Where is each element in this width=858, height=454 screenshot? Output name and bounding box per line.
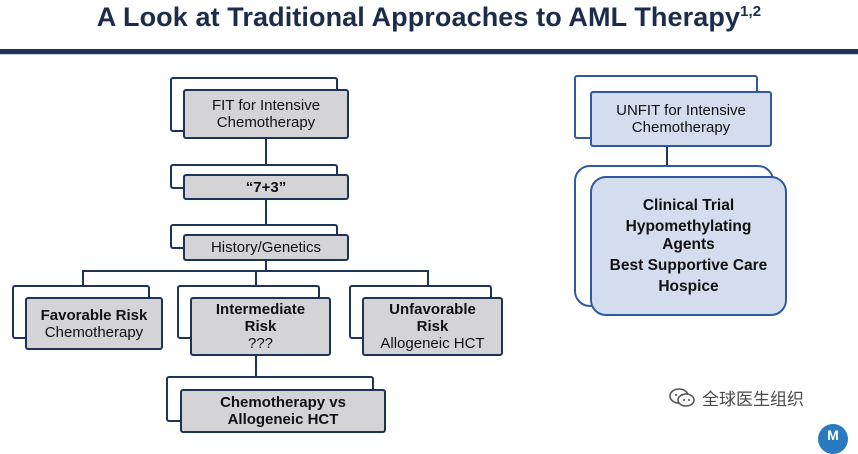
decision-box: Chemotherapy vs Allogeneic HCT [180, 389, 386, 433]
favorable-title: Favorable Risk [40, 306, 148, 324]
unfit-label-line2: Chemotherapy [631, 119, 731, 136]
intermediate-sub: ??? [247, 335, 274, 352]
fit-label-line1: FIT for Intensive [211, 97, 321, 114]
connector-fit-to-73 [265, 139, 267, 175]
connector-73-to-history [265, 199, 267, 234]
slide-title-reference: 1,2 [740, 3, 762, 20]
unfavorable-title-line1: Unfavorable [389, 301, 476, 318]
connector-to-unfavorable [427, 270, 429, 287]
induction-box: “7+3” [183, 174, 349, 200]
intermediate-title-line2: Risk [244, 318, 277, 335]
title-divider [0, 49, 858, 54]
option-agents: Agents [662, 235, 715, 253]
history-label: History/Genetics [210, 239, 322, 256]
fit-box: FIT for Intensive Chemotherapy [183, 89, 349, 139]
unfit-box: UNFIT for Intensive Chemotherapy [590, 91, 772, 147]
favorable-box: Favorable Risk Chemotherapy [25, 297, 163, 350]
favorable-sub: Chemotherapy [44, 323, 144, 341]
unfit-label-line1: UNFIT for Intensive [616, 102, 746, 119]
unfit-options-list: Clinical Trial Hypomethylating Agents Be… [610, 194, 768, 299]
slide-title-text: A Look at Traditional Approaches to AML … [96, 2, 741, 32]
intermediate-title-line1: Intermediate [215, 301, 306, 318]
connector-to-favorable [82, 270, 84, 287]
slide-title: A Look at Traditional Approaches to AML … [0, 2, 858, 33]
title-divider-shadow [0, 54, 858, 55]
intermediate-box: Intermediate Risk ??? [190, 297, 331, 356]
wechat-icon [669, 387, 695, 407]
connector-intermediate-to-decision [255, 356, 257, 378]
decision-line1: Chemotherapy vs [220, 394, 346, 411]
watermark: 全球医生组织 [668, 385, 804, 410]
connector-unfit-to-options [666, 146, 668, 176]
unfavorable-title-line2: Risk [416, 318, 449, 335]
unfit-options-box: Clinical Trial Hypomethylating Agents Be… [590, 176, 787, 316]
corner-logo-icon: M [818, 424, 848, 454]
option-hypomethylating: Hypomethylating [625, 217, 752, 235]
option-best-supportive-care: Best Supportive Care [609, 256, 768, 274]
unfavorable-box: Unfavorable Risk Allogeneic HCT [362, 297, 503, 356]
unfavorable-sub: Allogeneic HCT [380, 335, 485, 352]
option-hospice: Hospice [658, 277, 719, 295]
option-clinical-trial: Clinical Trial [642, 196, 735, 214]
connector-to-intermediate [255, 270, 257, 287]
connector-history-down [265, 261, 267, 271]
history-box: History/Genetics [183, 234, 349, 261]
fit-label-line2: Chemotherapy [216, 114, 316, 131]
induction-label: “7+3” [245, 178, 287, 196]
watermark-text: 全球医生组织 [702, 390, 804, 409]
decision-line2: Allogeneic HCT [227, 411, 339, 428]
